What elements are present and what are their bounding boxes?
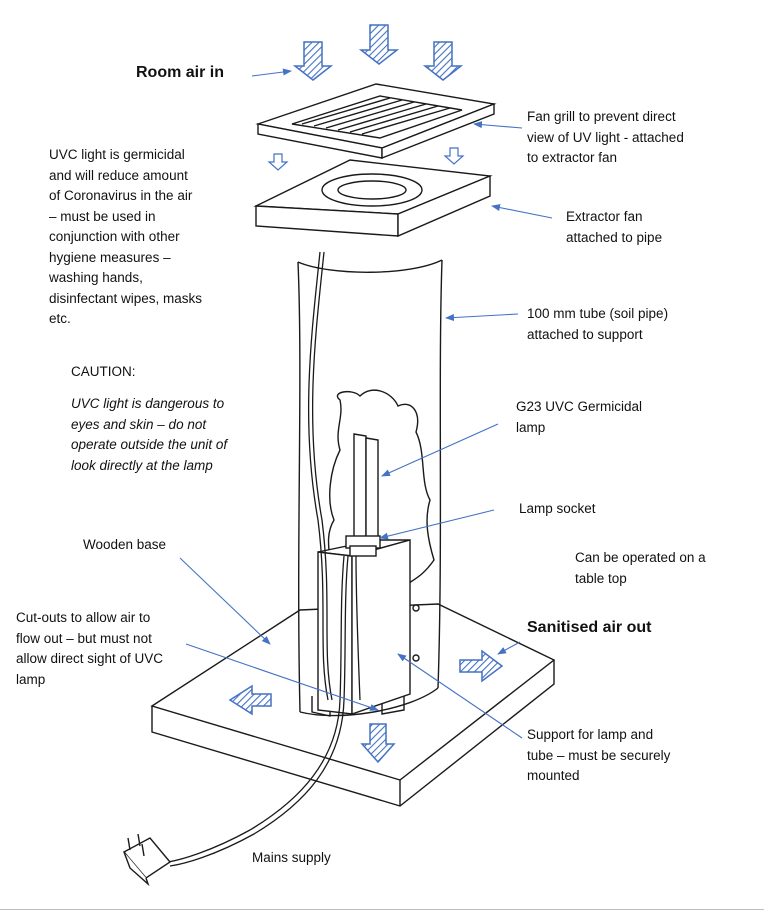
air-in-arrow-left — [292, 41, 334, 81]
air-in-arrows — [292, 24, 464, 81]
mains-supply-label: Mains supply — [252, 850, 331, 865]
extractor-fan-drawing — [253, 159, 493, 238]
lamp-socket-label: Lamp socket — [519, 501, 596, 516]
lamp-drawing — [345, 433, 381, 557]
leader-lines — [179, 68, 553, 739]
cutouts-label: Cut-outs to allow air to flow out – but … — [16, 610, 164, 687]
leader-fan-grill — [473, 121, 523, 129]
air-out-arrow-right — [459, 649, 504, 683]
leader-wooden-base — [179, 557, 271, 645]
cable-drawing — [167, 251, 361, 867]
support-label: Support for lamp and tube – must be secu… — [527, 727, 671, 783]
air-out-arrow-left — [228, 684, 272, 716]
sanitised-air-out-label: Sanitised air out — [527, 619, 652, 636]
extractor-fan-label: Extractor fan attached to pipe — [566, 209, 663, 245]
leader-cutouts — [185, 643, 379, 711]
leader-sanitised-air-out — [497, 641, 521, 655]
leader-support — [397, 653, 523, 739]
support-drawing — [317, 539, 420, 715]
caution-text: UVC light is dangerous to eyes and skin … — [71, 396, 228, 473]
plug-drawing — [122, 833, 172, 887]
fan-grill-drawing — [255, 83, 497, 160]
wooden-base-label: Wooden base — [83, 537, 167, 552]
air-in-arrow-middle — [358, 24, 400, 65]
intermediate-arrows — [267, 147, 465, 171]
air-out-arrow-bottom — [360, 723, 396, 764]
leader-lamp — [381, 423, 499, 477]
leader-tube — [445, 313, 519, 322]
leader-extractor-fan — [491, 204, 553, 219]
air-out-arrows — [228, 649, 504, 764]
uvc-info-label: UVC light is germicidal and will reduce … — [49, 147, 203, 326]
table-top-label: Can be operated on a table top — [575, 550, 706, 586]
air-in-arrow-right — [422, 41, 464, 81]
bottom-divider — [0, 909, 764, 910]
lamp-label: G23 UVC Germicidal lamp — [516, 399, 643, 435]
room-air-in-label: Room air in — [136, 64, 225, 81]
tube-label: 100 mm tube (soil pipe) attached to supp… — [527, 306, 669, 342]
leader-lamp-socket — [379, 509, 495, 540]
fan-grill-label: Fan grill to prevent direct view of UV l… — [527, 109, 684, 165]
leader-room-air-in — [251, 68, 292, 77]
caution-title: CAUTION: — [71, 364, 136, 379]
